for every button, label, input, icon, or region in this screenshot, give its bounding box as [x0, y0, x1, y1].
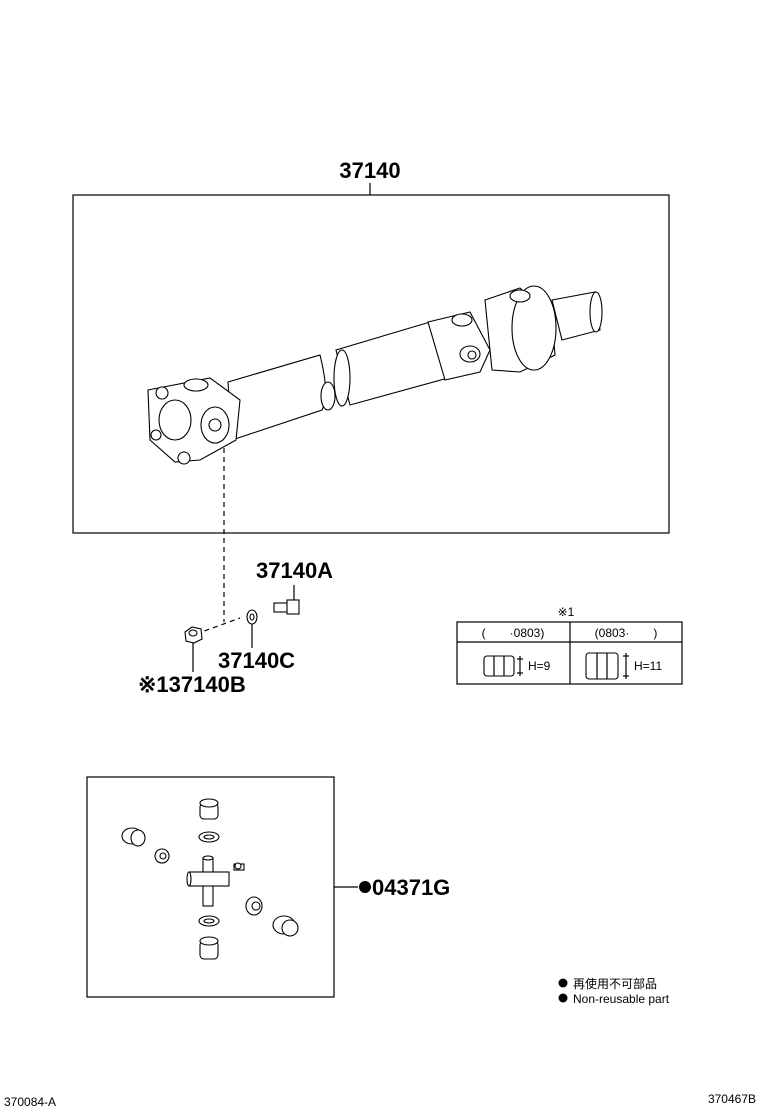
footer-left-code: 370084-A: [4, 1095, 56, 1109]
spec-value-before: H=9: [528, 659, 551, 673]
bolt-37140a[interactable]: [273, 585, 300, 615]
nut-label[interactable]: ※137140B: [138, 672, 246, 697]
washer-37140c[interactable]: [246, 609, 258, 648]
spec-table-note: ※1: [558, 605, 575, 619]
nut-short-icon: [483, 655, 523, 677]
washer-label[interactable]: 37140C: [218, 648, 295, 673]
spec-header-after: (0803· ): [595, 626, 658, 640]
nut-tall-icon: [585, 652, 629, 680]
propeller-shaft-illustration: [147, 285, 603, 465]
propeller-shaft-frame: [72, 194, 670, 534]
footer-right-code: 370467B: [708, 1092, 756, 1106]
bolt-dashed-leader: [195, 617, 241, 635]
spec-header-before: ( ·0803): [482, 626, 545, 640]
legend-marker-en: [558, 993, 568, 1003]
spec-table: [456, 621, 683, 685]
bolt-label[interactable]: 37140A: [256, 558, 333, 583]
joint-kit-label[interactable]: 04371G: [372, 875, 450, 900]
universal-joint-kit-illustration: [121, 798, 299, 960]
nut-37140b[interactable]: [184, 626, 203, 672]
spec-value-after: H=11: [634, 659, 662, 673]
main-part-number[interactable]: 37140: [339, 158, 400, 183]
legend-en: Non-reusable part: [573, 992, 670, 1006]
legend-marker-jp: [558, 978, 568, 988]
legend-jp: 再使用不可部品: [573, 976, 657, 991]
non-reusable-marker: [359, 881, 371, 893]
